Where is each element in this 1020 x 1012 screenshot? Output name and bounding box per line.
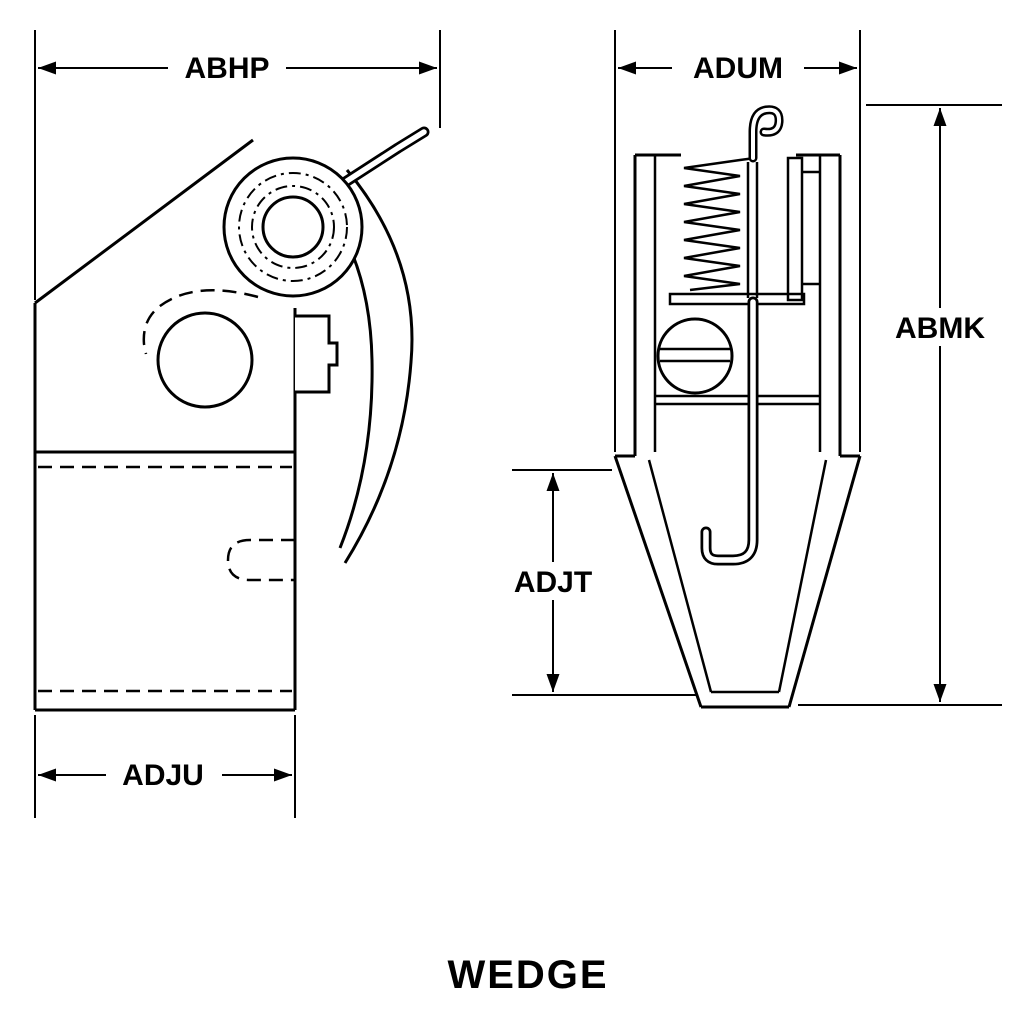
boss-pitch-circle	[238, 172, 348, 282]
clip-detail	[295, 314, 339, 394]
wedge-inner-left	[647, 459, 713, 693]
front-view: ADUM ABMK ADJT	[496, 30, 1002, 709]
lever-handle	[327, 129, 427, 195]
boss-hole	[261, 195, 325, 259]
screw-head	[656, 317, 734, 395]
dim-label-adjt: ADJT	[514, 566, 592, 599]
dim-label-adju: ADJU	[122, 759, 204, 792]
hidden-hook-slot	[226, 538, 295, 582]
spring-platform	[668, 292, 806, 306]
boss-pitch-circle-inner	[251, 185, 335, 269]
wedge-outer-left	[613, 455, 703, 708]
lower-hole	[156, 311, 254, 409]
dim-adjt: ADJT	[496, 473, 612, 692]
dim-adum: ADUM	[618, 49, 857, 85]
dim-abhp: ABHP	[38, 49, 437, 85]
body-sloped-edge	[34, 138, 254, 305]
dim-adju: ADJU	[38, 756, 292, 792]
dim-label-abmk: ABMK	[895, 312, 985, 345]
cam-outer-arc	[343, 169, 414, 564]
dim-label-adum: ADUM	[693, 52, 783, 85]
hidden-spring-wire	[142, 289, 259, 355]
side-view: ABHP ADJU	[33, 30, 441, 818]
label-background	[880, 308, 1002, 346]
wedge-inner-right	[777, 459, 828, 693]
label-background	[168, 49, 286, 85]
latch-plate	[786, 156, 804, 302]
label-background	[106, 756, 222, 792]
top-hook	[751, 107, 782, 160]
wedge-outer-right	[787, 455, 862, 708]
label-background	[496, 562, 612, 600]
drawing-title: WEDGE	[447, 953, 608, 997]
dim-abmk: ABMK	[880, 108, 1002, 702]
wire-rod	[703, 299, 756, 563]
spring-coil	[683, 156, 756, 292]
label-background	[672, 49, 804, 85]
dim-label-abhp: ABHP	[184, 52, 269, 85]
